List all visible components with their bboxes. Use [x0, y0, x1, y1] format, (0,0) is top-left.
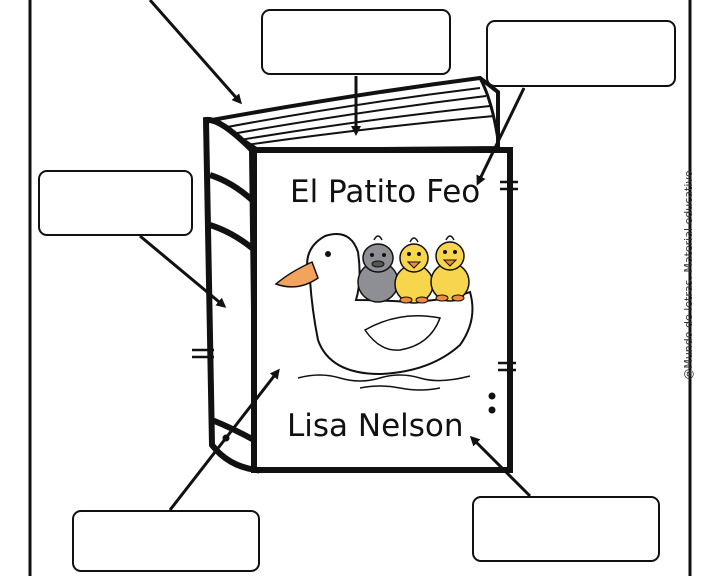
arrow-to-author [469, 435, 532, 498]
label-box-pages[interactable] [261, 9, 451, 75]
arrow-to-spine [139, 234, 227, 308]
book-title: El Patito Feo [290, 174, 481, 210]
label-box-title[interactable] [486, 20, 676, 87]
ugly-duckling-illustration [274, 233, 474, 391]
arrow-to-pages-edge [148, 0, 242, 105]
book-author: Lisa Nelson [287, 408, 464, 444]
label-box-spine[interactable] [38, 170, 193, 236]
label-box-author[interactable] [472, 496, 660, 562]
credit-watermark: @Mundo de letras. Material educativo [682, 170, 695, 380]
mother-duck-beak [274, 260, 319, 288]
pointer-arrows [139, 0, 532, 511]
arrow-to-title [476, 87, 526, 186]
label-box-cover[interactable] [72, 510, 260, 572]
yellow-duckling-2 [430, 235, 470, 302]
arrow-to-cover [168, 368, 280, 511]
